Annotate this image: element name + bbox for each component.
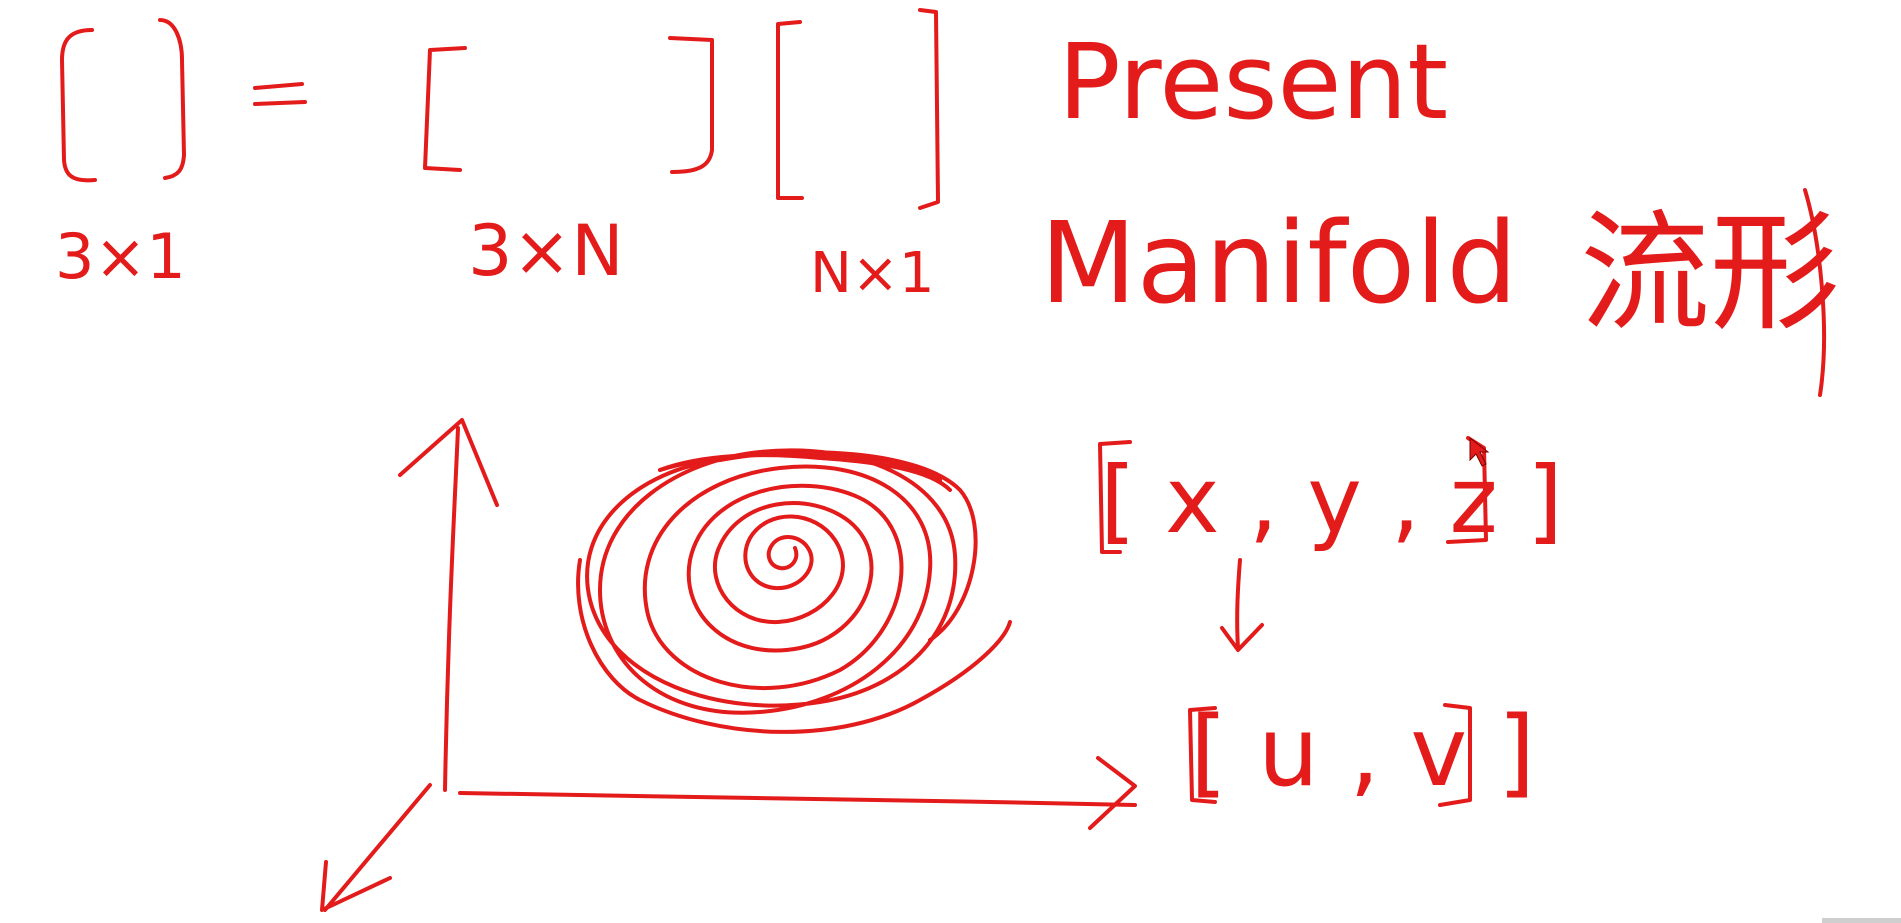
chinese-long-stroke <box>1803 188 1827 397</box>
uv-right-bracket <box>1438 703 1472 807</box>
z-axis <box>323 783 432 912</box>
uv-left-bracket <box>1188 706 1217 804</box>
mapping-arrow <box>1220 558 1264 652</box>
z-axis-arrowhead <box>320 860 392 912</box>
scroll-indicator[interactable] <box>1822 918 1901 923</box>
lhs-dimension-label: 3×1 <box>55 220 186 293</box>
xyz-coordinates: [ x , y , z ] <box>1100 447 1563 554</box>
matrix-right-bracket <box>668 36 714 174</box>
matrix-left-bracket <box>423 46 467 172</box>
uv-coordinates: [ u , v ] <box>1190 696 1535 808</box>
spiral-top-arc <box>658 453 952 492</box>
y-axis <box>443 426 460 792</box>
vector-left-bracket <box>776 20 804 200</box>
y-axis-arrowhead <box>398 418 499 507</box>
matrix-dimension-label: 3×N <box>468 210 624 292</box>
manifold-word: Manifold <box>1040 199 1518 329</box>
vector-right-bracket <box>918 8 940 210</box>
lhs-left-bracket <box>60 28 97 183</box>
x-axis-arrowhead <box>1088 756 1137 830</box>
xyz-left-bracket <box>1098 440 1132 554</box>
equals-sign <box>253 82 307 106</box>
present-word: Present <box>1058 21 1448 143</box>
vector-dimension-label: N×1 <box>810 241 934 306</box>
manifold-chinese-word: 流形 <box>1580 197 1840 349</box>
x-axis <box>458 791 1137 807</box>
mouse-pointer-icon <box>1469 436 1490 467</box>
lhs-right-bracket <box>158 18 186 180</box>
spiral-manifold <box>585 448 958 715</box>
